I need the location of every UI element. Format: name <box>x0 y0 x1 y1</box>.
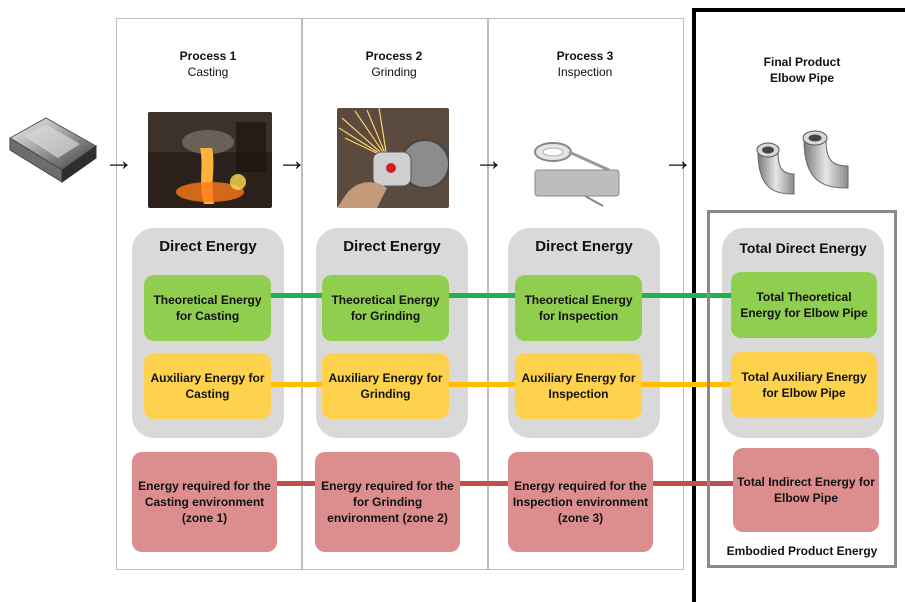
total-indirect-energy: Total Indirect Energy for Elbow Pipe <box>733 448 879 532</box>
total-theoretical-energy: Total Theoretical Energy for Elbow Pipe <box>731 272 877 338</box>
theoretical-energy-casting: Theoretical Energy for Casting <box>144 275 271 341</box>
theoretical-connector-line <box>264 293 738 298</box>
arrow-to-process-2: → <box>277 144 307 177</box>
auxiliary-energy-inspection: Auxiliary Energy for Inspection <box>515 353 642 419</box>
process-1-title: Process 1 Casting <box>116 48 300 80</box>
theoretical-energy-grinding: Theoretical Energy for Grinding <box>322 275 449 341</box>
total-auxiliary-energy: Total Auxiliary Energy for Elbow Pipe <box>731 352 877 418</box>
arrow-to-process-3: → <box>474 144 504 177</box>
process-2-title: Process 2 Grinding <box>302 48 486 80</box>
elbow-pipe-icon <box>756 130 849 195</box>
embodied-product-energy-frame <box>707 210 897 568</box>
indirect-connector-line <box>270 481 740 486</box>
process-3-name: Inspection <box>557 65 613 79</box>
theoretical-energy-inspection: Theoretical Energy for Inspection <box>515 275 642 341</box>
total-direct-energy-title: Total Direct Energy <box>739 240 867 256</box>
embodied-product-energy-label: Embodied Product Energy <box>726 544 878 558</box>
arrow-to-process-1: → <box>104 144 134 177</box>
final-product-title-line2: Elbow Pipe <box>769 71 834 85</box>
process-3-title: Process 3 Inspection <box>488 48 682 80</box>
direct-energy-title-1: Direct Energy <box>159 238 257 255</box>
auxiliary-connector-line <box>264 382 738 387</box>
final-product-title: Final Product Elbow Pipe <box>707 54 897 86</box>
auxiliary-energy-casting: Auxiliary Energy for Casting <box>144 353 271 419</box>
process-2-name: Grinding <box>371 65 417 79</box>
direct-energy-title-2: Direct Energy <box>343 238 441 255</box>
process-1-name: Casting <box>187 65 229 79</box>
indirect-energy-casting: Energy required for the Casting environm… <box>132 452 277 552</box>
arrow-to-final-product: → <box>663 144 693 177</box>
indirect-energy-grinding: Energy required for the for Grinding env… <box>315 452 460 552</box>
process-1-number: Process 1 <box>179 49 237 63</box>
final-product-frame <box>692 8 905 602</box>
direct-energy-title-3: Direct Energy <box>535 238 633 255</box>
indirect-energy-inspection: Energy required for the Inspection envir… <box>508 452 653 552</box>
raw-material-ingot-icon <box>9 117 97 183</box>
final-product-title-line1: Final Product <box>763 55 841 69</box>
process-3-number: Process 3 <box>556 49 614 63</box>
auxiliary-energy-grinding: Auxiliary Energy for Grinding <box>322 353 449 419</box>
inspection-lamp-photo <box>525 130 625 208</box>
casting-photo <box>148 112 272 208</box>
process-2-number: Process 2 <box>365 49 423 63</box>
grinding-photo <box>337 108 449 208</box>
